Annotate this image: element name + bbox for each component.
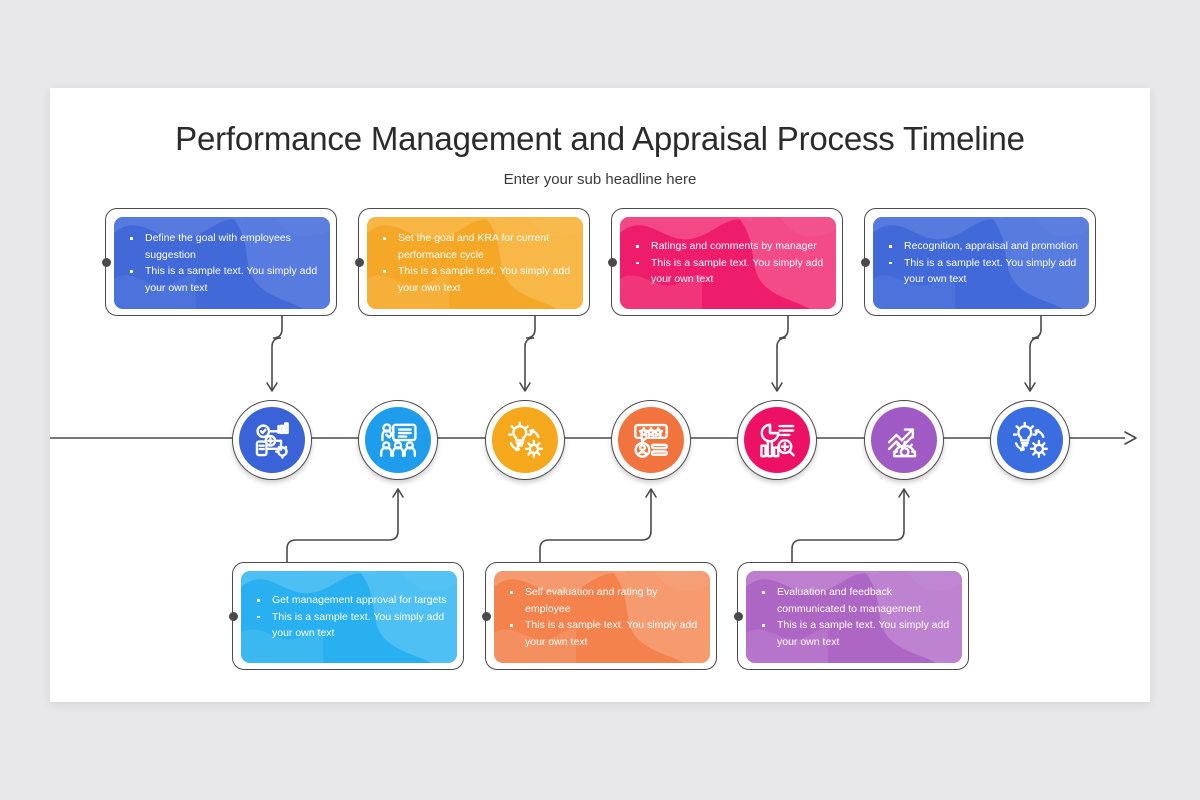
card-bullet-item: This is a sample text. You simply add yo… — [631, 255, 827, 288]
card-bullet-list: Evaluation and feedback communicated to … — [746, 571, 962, 663]
timeline-node-3[interactable] — [485, 400, 565, 480]
card-anchor-dot — [228, 611, 238, 621]
timeline-node-1[interactable] — [232, 400, 312, 480]
process-flow-icon — [255, 422, 289, 459]
page-subtitle: Enter your sub headline here — [503, 171, 697, 188]
timeline-node-2[interactable] — [358, 400, 438, 480]
card-bullet-list: Define the goal with employees suggestio… — [114, 217, 330, 309]
card-anchor-dot — [101, 257, 111, 267]
node-disc — [618, 407, 684, 473]
card-anchor-dot — [607, 257, 617, 267]
node-disc — [871, 407, 937, 473]
timeline-node-6[interactable] — [864, 400, 944, 480]
slide-canvas: Performance Management and Appraisal Pro… — [50, 88, 1150, 702]
node-disc — [744, 407, 810, 473]
card-anchor-dot — [354, 257, 364, 267]
card-wave-decoration — [367, 217, 583, 309]
timeline-node-5[interactable] — [737, 400, 817, 480]
card-bullet-item: This is a sample text. You simply add yo… — [884, 255, 1080, 288]
analytics-report-icon — [760, 423, 795, 458]
card-wave-decoration — [494, 571, 710, 663]
card-wave-decoration — [873, 217, 1089, 309]
card-wave-decoration — [114, 217, 330, 309]
card-body: Evaluation and feedback communicated to … — [746, 571, 962, 663]
growth-gear-icon — [887, 428, 917, 458]
card-bullet-item: Set the goal and KRA for current perform… — [378, 230, 574, 263]
card-bullet-item: Get management approval for targets — [252, 592, 448, 609]
card-bullet-item: This is a sample text. You simply add yo… — [125, 263, 321, 296]
node-disc — [492, 407, 558, 473]
idea-gear-icon — [1012, 421, 1048, 458]
card-anchor-dot — [481, 611, 491, 621]
star-rating-profile-icon — [634, 423, 669, 458]
card-body: Define the goal with employees suggestio… — [114, 217, 330, 309]
training-presentation-icon — [380, 423, 417, 458]
card-wave-decoration — [241, 571, 457, 663]
card-bullet-item: Self evaluation and rating by employee — [505, 584, 701, 617]
card-bullet-item: This is a sample text. You simply add yo… — [252, 609, 448, 642]
card-body: Set the goal and KRA for current perform… — [367, 217, 583, 309]
page-title: Performance Management and Appraisal Pro… — [175, 120, 1025, 157]
timeline-node-7[interactable] — [990, 400, 1070, 480]
card-bullet-item: Ratings and comments by manager — [631, 238, 827, 255]
card-bullet-item: Evaluation and feedback communicated to … — [757, 584, 953, 617]
card-anchor-dot — [733, 611, 743, 621]
top-card-1[interactable]: Define the goal with employees suggestio… — [101, 208, 337, 316]
node-disc — [365, 407, 431, 473]
idea-gear-icon — [507, 421, 543, 458]
card-anchor-dot — [860, 257, 870, 267]
card-bullet-item: This is a sample text. You simply add yo… — [378, 263, 574, 296]
card-bullet-list: Set the goal and KRA for current perform… — [367, 217, 583, 309]
bottom-card-3[interactable]: Evaluation and feedback communicated to … — [733, 562, 969, 670]
card-bullet-item: Recognition, appraisal and promotion — [884, 238, 1080, 255]
card-wave-decoration — [620, 217, 836, 309]
card-wave-decoration — [746, 571, 962, 663]
timeline-axis — [50, 431, 1137, 445]
card-bullet-item: This is a sample text. You simply add yo… — [505, 617, 701, 650]
node-disc — [997, 407, 1063, 473]
timeline-node-4[interactable] — [611, 400, 691, 480]
card-bullet-item: Define the goal with employees suggestio… — [125, 230, 321, 263]
node-disc — [239, 407, 305, 473]
top-card-2[interactable]: Set the goal and KRA for current perform… — [354, 208, 590, 316]
card-bullet-item: This is a sample text. You simply add yo… — [757, 617, 953, 650]
